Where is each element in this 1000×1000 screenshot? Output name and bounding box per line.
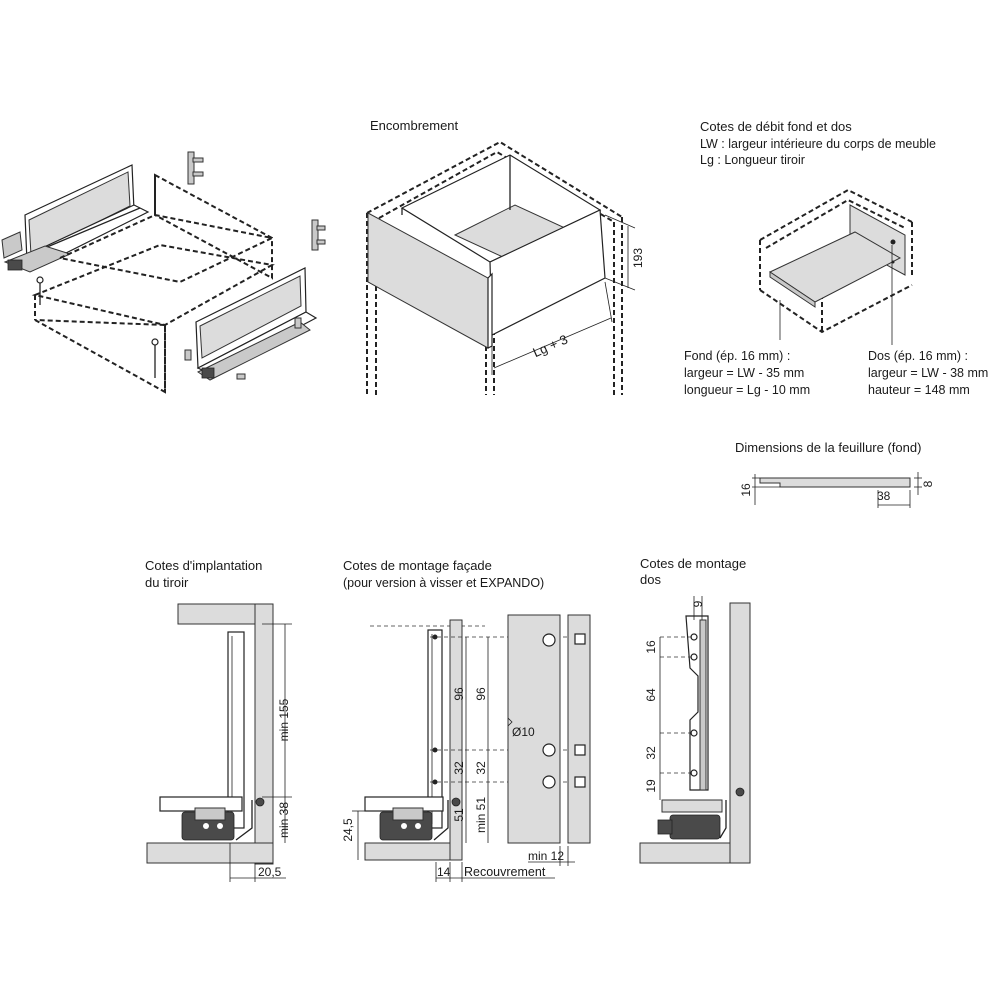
dos-height: hauteur = 148 mm [868, 383, 970, 397]
dim-38-feuillure: 38 [877, 489, 891, 503]
dim-9: 9 [691, 600, 705, 607]
facade-subtitle: (pour version à visser et EXPANDO) [343, 576, 545, 590]
cotes-debit-drawing [759, 188, 913, 345]
dim-20-5: 20,5 [258, 865, 282, 879]
cotes-debit-line2: Lg : Longueur tiroir [700, 153, 805, 167]
cotes-debit-title: Cotes de débit fond et dos [700, 119, 852, 134]
facade-title: Cotes de montage façade [343, 558, 492, 573]
fond-length: longueur = Lg - 10 mm [684, 383, 811, 397]
dos-montage-title-1: Cotes de montage [640, 556, 747, 571]
encombrement-title: Encombrement [370, 118, 459, 133]
dim-64-dos: 64 [644, 688, 658, 702]
fond-width: largeur = LW - 35 mm [684, 366, 805, 380]
dim-16-dos: 16 [644, 640, 658, 654]
dim-min-155: min 155 [277, 698, 291, 741]
dim-24-5: 24,5 [341, 818, 355, 842]
dim-14: 14 [437, 865, 451, 879]
dim-min-38: min 38 [277, 802, 291, 838]
dim-diameter-10: Ø10 [512, 725, 535, 739]
facade-drawing: 96 96 32 32 51 min 51 24,5 Ø10 14 Recouv… [341, 614, 591, 882]
implantation-title-2: du tiroir [145, 575, 189, 590]
dim-8-feuillure: 8 [921, 480, 935, 487]
dim-min-12: min 12 [528, 849, 564, 863]
implantation-title-1: Cotes d'implantation [145, 558, 263, 573]
dim-51-a: 51 [452, 808, 466, 822]
exploded-drawer-illustration [1, 151, 326, 394]
feuillure-drawing: 16 38 8 [739, 472, 935, 508]
dim-lg-plus-3: Lg + 3 [530, 332, 569, 361]
encombrement-drawing: 193 Lg + 3 [366, 140, 645, 395]
dos-title: Dos (ép. 16 mm) : [868, 349, 969, 363]
dim-96-a: 96 [452, 687, 466, 701]
dos-montage-drawing: 9 16 64 32 19 [639, 596, 751, 864]
dos-width: largeur = LW - 38 mm [868, 366, 989, 380]
cotes-debit-line1: LW : largeur intérieure du corps de meub… [700, 137, 936, 151]
feuillure-title: Dimensions de la feuillure (fond) [735, 440, 922, 455]
dim-96-b: 96 [474, 687, 488, 701]
implantation-drawing: min 155 min 38 20,5 [146, 603, 292, 882]
dim-32-a: 32 [452, 761, 466, 775]
dim-32-dos: 32 [644, 746, 658, 760]
dim-19-dos: 19 [644, 779, 658, 793]
recouvrement-label: Recouvrement [464, 865, 546, 879]
dim-min-51: min 51 [474, 797, 488, 833]
dim-32-b: 32 [474, 761, 488, 775]
dos-montage-title-2: dos [640, 572, 661, 587]
dim-193: 193 [631, 248, 645, 268]
fond-title: Fond (ép. 16 mm) : [684, 349, 791, 363]
dim-16-feuillure: 16 [739, 483, 753, 497]
